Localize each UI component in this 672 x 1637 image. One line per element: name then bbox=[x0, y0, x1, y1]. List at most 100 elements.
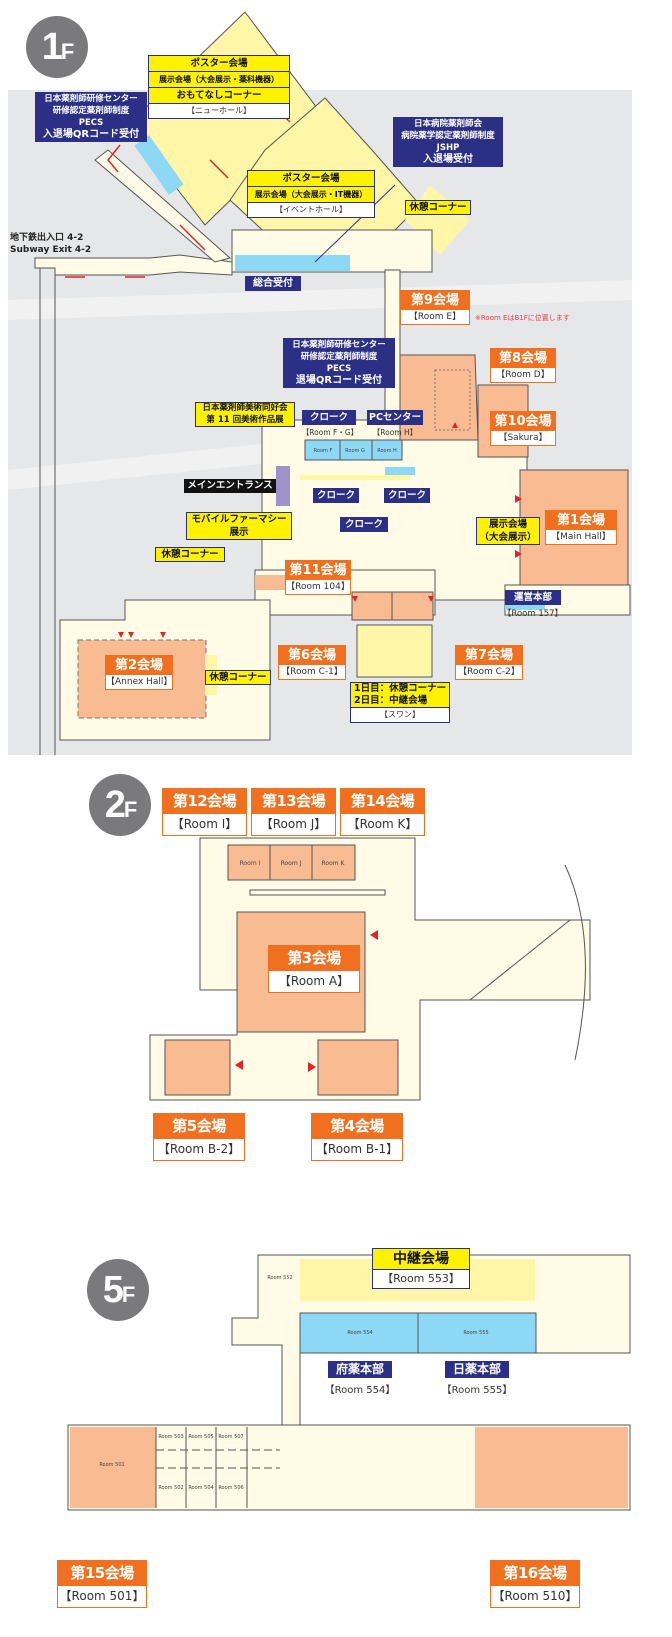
label-line: 研修認定薬剤師制度 bbox=[52, 106, 130, 116]
room-c1-area bbox=[351, 591, 393, 621]
swan-label: 1日目：休憩コーナー 2日目：中継会場 【スワン】 bbox=[350, 682, 450, 723]
room-i-label: Room I bbox=[239, 860, 261, 867]
label-line: 研修認定薬剤師制度 bbox=[300, 352, 378, 362]
room-name: 【Room B-2】 bbox=[157, 1142, 241, 1156]
room-12-label: 第12会場 【Room I】 bbox=[162, 788, 247, 836]
room-name: 【Room I】 bbox=[171, 817, 238, 831]
label-line: 展示 bbox=[229, 527, 249, 538]
floor-badge-5f: 5F bbox=[87, 1259, 149, 1321]
room-6-label: 第6会場 【Room C-1】 bbox=[278, 645, 346, 680]
relay-room: 【Room 553】 bbox=[382, 1272, 460, 1285]
room-506-label: Room 506 bbox=[218, 1485, 244, 1491]
room-name: 【Main Hall】 bbox=[551, 532, 611, 542]
room-name: 【Sakura】 bbox=[498, 433, 548, 443]
event-hall-label: ポスター会場 展示会場（大会展示・IT機器） 【イベントホール】 bbox=[247, 170, 375, 218]
operations-hq-room: 【Room 157】 bbox=[502, 609, 564, 619]
room-503-label: Room 503 bbox=[158, 1434, 184, 1440]
nichiyaku-hq-room: 【Room 555】 bbox=[441, 1385, 513, 1396]
cloak-label: クローク bbox=[313, 488, 359, 503]
room-name: 【Room D】 bbox=[496, 370, 550, 380]
label-line: PECS bbox=[326, 364, 352, 374]
floor-number: 1 bbox=[41, 26, 63, 68]
room-name: 【Room K】 bbox=[347, 817, 418, 831]
label-line: モバイルファーマシー bbox=[191, 514, 287, 525]
room-name: 【Room C-2】 bbox=[458, 667, 520, 677]
room-501-label: Room 501 bbox=[99, 1462, 125, 1468]
swan-area bbox=[356, 624, 433, 678]
rest-corner-label: 休憩コーナー bbox=[205, 670, 271, 685]
cloak-fg-label: クローク bbox=[302, 410, 356, 425]
relay-venue-label: 中継会場 【Room 553】 bbox=[372, 1248, 470, 1289]
exhibit-venue-label: 展示会場（大会展示・薬科機器） bbox=[149, 72, 289, 88]
room-name: 【Room 104】 bbox=[286, 582, 350, 592]
relay-title: 中継会場 bbox=[373, 1249, 469, 1270]
room-1-label: 第1会場 【Main Hall】 bbox=[545, 510, 617, 545]
room-505-label: Room 505 bbox=[188, 1434, 214, 1440]
swan-name: 【スワン】 bbox=[380, 710, 420, 719]
pc-center-label: PCセンター bbox=[367, 410, 423, 425]
room-title: 第12会場 bbox=[163, 789, 246, 814]
floor-letter: F bbox=[121, 1282, 136, 1307]
pc-center-room: 【Room H】 bbox=[372, 428, 418, 437]
room-504-label: Room 504 bbox=[188, 1485, 214, 1491]
nichiyaku-hq-label: 日薬本部 bbox=[445, 1361, 509, 1378]
label-line: Subway Exit 4-2 bbox=[10, 245, 92, 255]
reception-label: 総合受付 bbox=[245, 276, 301, 291]
room-7-label: 第7会場 【Room C-2】 bbox=[455, 645, 523, 680]
label-line: 入退場受付 bbox=[423, 154, 473, 165]
room-title: 第11会場 bbox=[286, 561, 350, 580]
label-line: （大会展示） bbox=[479, 532, 537, 543]
subway-exit-label: 地下鉄出入口 4-2 Subway Exit 4-2 bbox=[10, 232, 91, 256]
art-exhibition-label: 日本薬剤師美術同好会 第 11 回美術作品展 bbox=[195, 402, 295, 427]
label-line: 日本薬剤師美術同好会 bbox=[202, 403, 288, 413]
label-line: 日本病院薬剤師会 bbox=[413, 119, 482, 129]
cloak-label: クローク bbox=[384, 488, 430, 503]
pecs-exit-label: 日本薬剤師研修センター 研修認定薬剤師制度 PECS 退場QRコード受付 bbox=[283, 338, 395, 388]
rest-corner-label: 休憩コーナー bbox=[405, 200, 471, 215]
room-g-label: Room G bbox=[345, 448, 365, 454]
room-16-label: 第16会場 【Room 510】 bbox=[490, 1560, 580, 1608]
new-hall-name: 【ニューホール】 bbox=[187, 106, 251, 115]
room-5-label: 第5会場 【Room B-2】 bbox=[153, 1113, 245, 1161]
room-name: 【Room B-1】 bbox=[315, 1142, 399, 1156]
floor-number: 2 bbox=[104, 784, 126, 826]
room-9-label: 第9会場 【Room E】 bbox=[400, 290, 470, 325]
fuyaku-hq-room: 【Room 554】 bbox=[324, 1385, 396, 1396]
room-name: 【Room A】 bbox=[278, 974, 350, 988]
room-title: 第10会場 bbox=[491, 412, 555, 431]
label-line: 日本薬剤師研修センター bbox=[44, 94, 138, 104]
room-title: 第7会場 bbox=[456, 646, 522, 665]
room-13-label: 第13会場 【Room J】 bbox=[251, 788, 336, 836]
day2-label: 2日目：中継会場 bbox=[351, 695, 449, 708]
room-j-label: Room J bbox=[280, 860, 302, 867]
day1-label: 1日目：休憩コーナー bbox=[351, 683, 449, 695]
room-title: 第16会場 bbox=[491, 1561, 579, 1586]
room-name: 【Room 501】 bbox=[59, 1589, 145, 1603]
room-3-label: 第3会場 【Room A】 bbox=[268, 945, 360, 993]
operations-hq-label: 運営本部 bbox=[505, 590, 561, 605]
label-line: PECS bbox=[78, 118, 104, 128]
room-510-area bbox=[475, 1427, 628, 1508]
exhibit-venue-label: 展示会場（大会展示・IT機器） bbox=[248, 187, 374, 203]
pecs-entry-label: 日本薬剤師研修センター 研修認定薬剤師制度 PECS 入退場QRコード受付 bbox=[35, 92, 147, 142]
rest-corner-label: 休憩コーナー bbox=[155, 547, 225, 562]
room-11-label: 第11会場 【Room 104】 bbox=[285, 560, 351, 595]
new-hall-label: ポスター会場 展示会場（大会展示・薬科機器） おもてなしコーナー 【ニューホール… bbox=[148, 55, 290, 119]
room-title: 第8会場 bbox=[491, 349, 555, 368]
label-line: 日本薬剤師研修センター bbox=[292, 340, 386, 350]
room-title: 第9会場 bbox=[401, 291, 469, 310]
floor-letter: F bbox=[123, 797, 138, 822]
floor-badge-2f: 2F bbox=[89, 774, 151, 836]
cloak-fg-room: 【Room F・G】 bbox=[301, 428, 359, 437]
room-name: 【Room E】 bbox=[408, 312, 462, 322]
main-entrance-label: メインエントランス bbox=[184, 479, 276, 493]
cloak-label: クローク bbox=[340, 517, 388, 532]
room-14-label: 第14会場 【Room K】 bbox=[340, 788, 425, 836]
label-line: 地下鉄出入口 4-2 bbox=[10, 233, 84, 243]
room-10-label: 第10会場 【Sakura】 bbox=[490, 411, 556, 446]
floor-letter: F bbox=[60, 39, 75, 64]
fuyaku-hq-label: 府薬本部 bbox=[328, 1361, 392, 1378]
reception-area bbox=[235, 255, 350, 271]
room-title: 第4会場 bbox=[312, 1114, 402, 1139]
room-name: 【Annex Hall】 bbox=[106, 677, 173, 687]
